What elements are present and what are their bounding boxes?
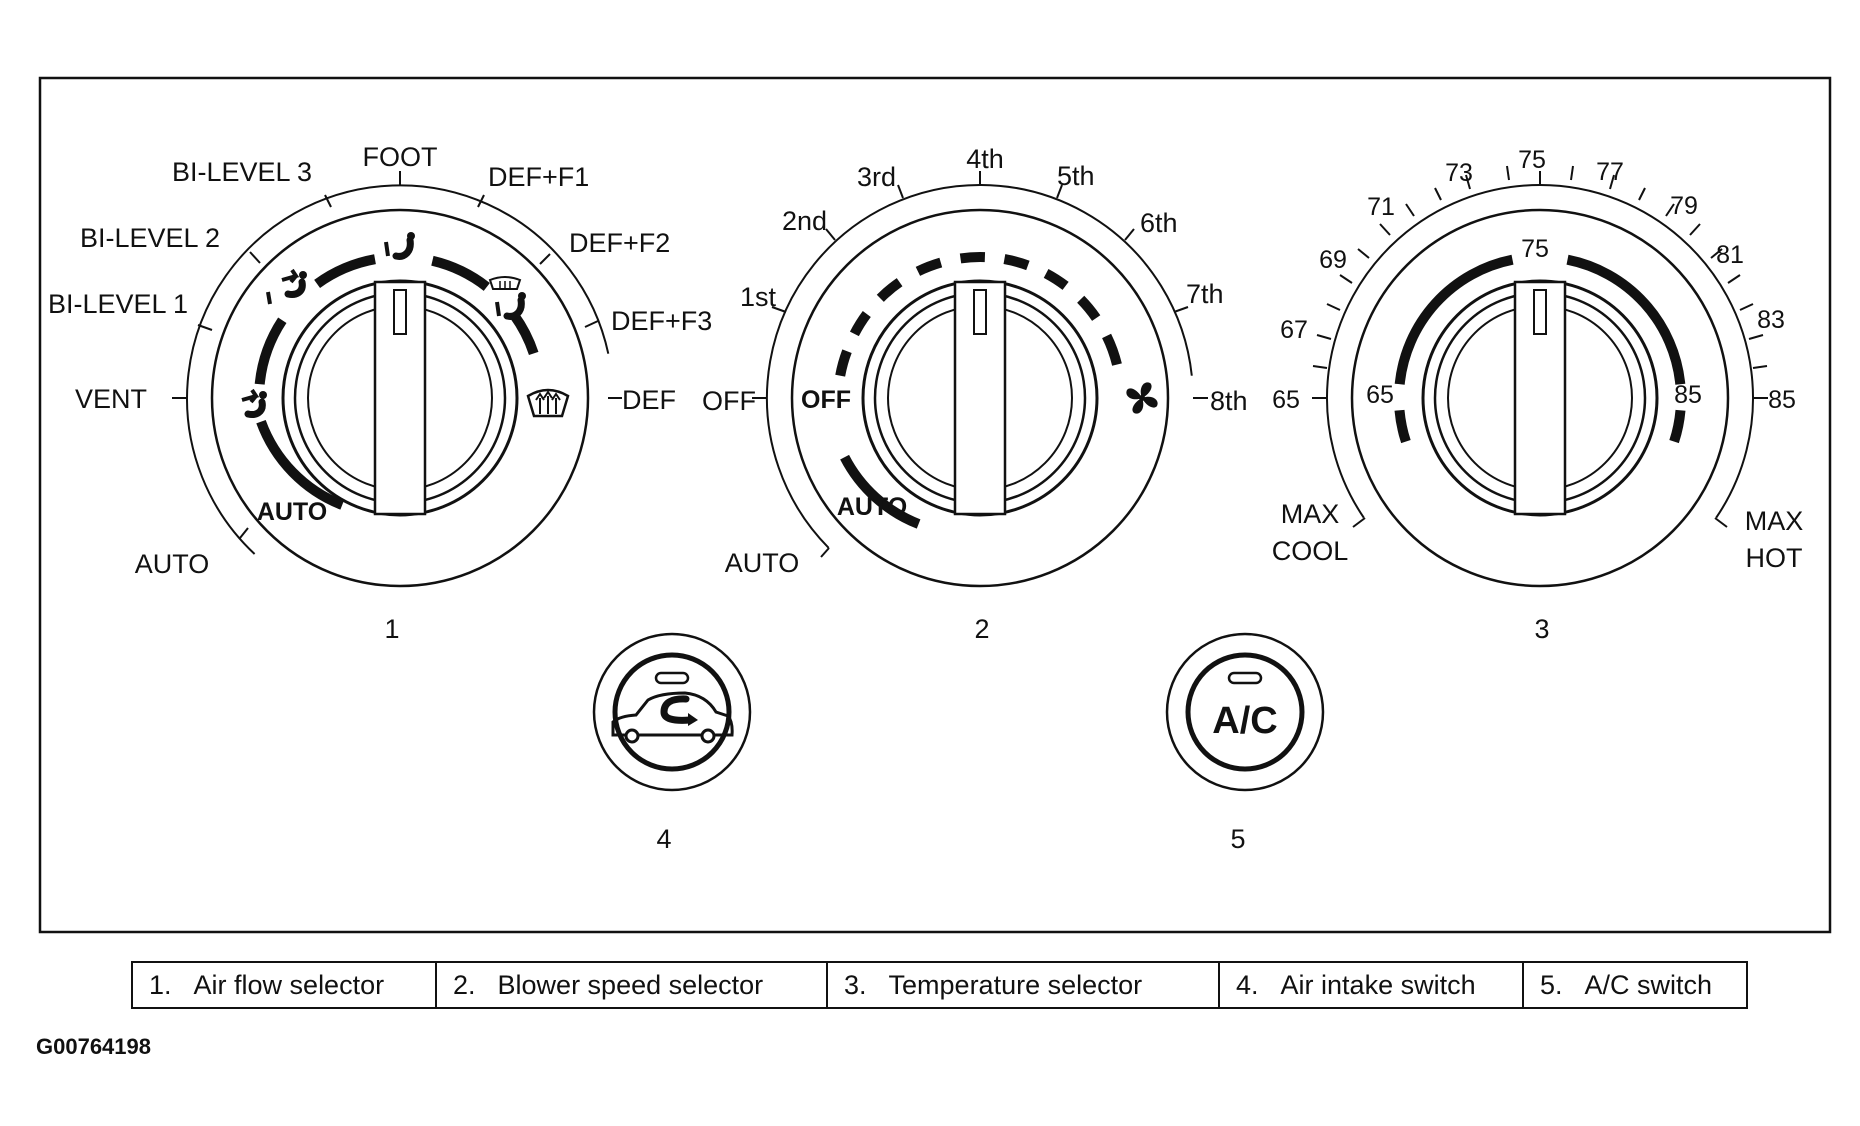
legend-item-1: 1. Air flow selector [131,961,437,1009]
legend-text: A/C switch [1584,969,1713,1000]
ac-switch[interactable]: A/C 5 [1165,632,1325,854]
airflow-label-def: DEF [622,385,676,415]
blower-label-off: OFF [702,386,756,416]
legend-num: 5. [1540,969,1563,1000]
temp-label-77: 77 [1596,158,1624,186]
airflow-label-bi-level-3: BI-LEVEL 3 [172,157,312,187]
air-intake-switch[interactable]: 4 [592,632,752,854]
panel-frame [38,76,1832,934]
temp-label-67: 67 [1280,316,1308,344]
legend-text: Air intake switch [1280,969,1476,1000]
blower-label-5th: 5th [1057,161,1095,191]
temp-label-max-hot-line1: MAX [1745,506,1804,536]
temp-label-65: 65 [1272,386,1300,414]
blower-knob-number: 2 [974,614,989,644]
ac-switch-label: A/C [1212,700,1277,742]
temperature-ticks [1312,165,1768,528]
blower-inner-off: OFF [801,386,851,414]
legend-table: 1. Air flow selector 2. Blower speed selec… [131,961,1748,1009]
blower-inner-auto: AUTO [837,493,907,521]
temp-label-85: 85 [1768,386,1796,414]
def-foot-icon [488,276,526,320]
airflow-label-def-f3: DEF+F3 [611,306,712,336]
legend-num: 1. [149,969,172,1000]
legend-num: 3. [844,969,867,1000]
temp-label-max-cool-line2: COOL [1272,536,1349,566]
legend-num: 2. [453,969,476,1000]
airflow-selector-knob[interactable]: AUTO AUTO VENT BI-LEVEL 1 BI-LEVEL 2 BI-… [48,142,712,644]
airflow-label-def-f1: DEF+F1 [488,162,589,192]
airflow-ticks [172,171,622,539]
legend-text: Temperature selector [888,969,1143,1000]
blower-speed-selector-knob[interactable]: OFF AUTO AUTO OFF 1st 2nd 3rd 4th 5th 6t… [702,144,1248,644]
temp-label-73: 73 [1445,159,1473,187]
ac-switch-number: 5 [1230,824,1245,854]
blower-label-3rd: 3rd [857,162,896,192]
legend-text: Air flow selector [193,969,385,1000]
blower-label-8th: 8th [1210,386,1248,416]
defrost-icon [526,388,570,418]
airflow-label-bi-level-1: BI-LEVEL 1 [48,289,188,319]
blower-label-7th: 7th [1186,279,1224,309]
airflow-label-def-f2: DEF+F2 [569,228,670,258]
legend-item-3: 3. Temperature selector [826,961,1220,1009]
blower-label-auto: AUTO [725,548,800,578]
blower-label-4th: 4th [966,144,1004,174]
airflow-knob-number: 1 [384,614,399,644]
temp-inner-75: 75 [1521,235,1549,263]
temp-inner-65: 65 [1366,381,1394,409]
airflow-inner-auto: AUTO [257,498,327,526]
blower-label-6th: 6th [1140,208,1178,238]
temp-label-75: 75 [1518,146,1546,174]
foot-icon [384,232,415,260]
blower-label-2nd: 2nd [782,206,827,236]
legend-text: Blower speed selector [497,969,764,1000]
airflow-label-auto: AUTO [135,549,210,579]
temp-label-max-cool-line1: MAX [1281,499,1340,529]
airflow-label-vent: VENT [75,384,147,414]
temp-label-83: 83 [1757,306,1785,334]
temp-label-71: 71 [1367,193,1395,221]
legend-item-2: 2. Blower speed selector [435,961,828,1009]
intake-switch-number: 4 [656,824,671,854]
temperature-selector-knob[interactable]: 65 75 85 65 67 69 71 73 75 77 79 81 83 8… [1272,146,1804,644]
legend-item-4: 4. Air intake switch [1218,961,1524,1009]
blower-ticks [752,171,1208,558]
temp-label-81: 81 [1716,241,1744,269]
airflow-label-bi-level-2: BI-LEVEL 2 [80,223,220,253]
airflow-label-foot: FOOT [363,142,438,172]
recirculation-car-icon [611,691,734,744]
bi-level-icon [266,270,307,305]
temp-inner-85: 85 [1674,381,1702,409]
figure-code: G00764198 [36,1034,151,1059]
temp-knob-number: 3 [1534,614,1549,644]
temp-label-max-hot-line2: HOT [1746,543,1803,573]
legend-item-5: 5. A/C switch [1522,961,1748,1009]
fan-icon [1126,382,1158,414]
legend-num: 4. [1236,969,1259,1000]
temp-label-79: 79 [1670,192,1698,220]
blower-label-1st: 1st [740,282,777,312]
temp-label-69: 69 [1319,246,1347,274]
